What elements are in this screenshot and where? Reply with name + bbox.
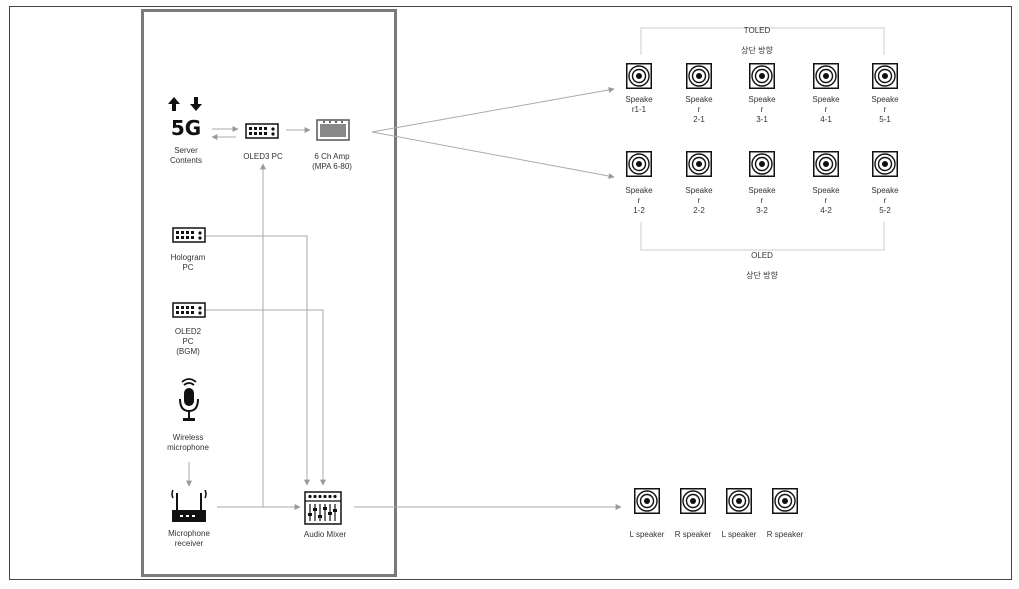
- hologram-to-mixer-arrow: [205, 235, 310, 486]
- 5g-server-icon: 5G: [168, 97, 202, 139]
- speaker-icon: [749, 151, 775, 177]
- speaker-icon: [626, 63, 652, 89]
- speaker-icon: [772, 488, 798, 514]
- speaker-label: Speake r 2-1: [685, 95, 713, 124]
- speaker-icon: [726, 488, 752, 514]
- speaker-icon: [813, 151, 839, 177]
- source-equipment-panel: [141, 9, 397, 577]
- speaker-label: Speake r1-1: [625, 95, 653, 114]
- speaker-icon: [634, 488, 660, 514]
- diagram-frame: [9, 6, 1012, 580]
- top-group-title: TOLED 상단 방향: [741, 26, 773, 55]
- speaker-label: Speake r 3-2: [748, 186, 776, 215]
- amp-to-row2-arrow: [371, 131, 615, 179]
- hologram-pc-icon: [172, 227, 206, 243]
- bottom-group-title: OLED 상단 방향: [746, 251, 778, 280]
- speaker-label: Speake r 4-2: [812, 186, 840, 215]
- speaker-label: Speake r 5-2: [871, 186, 899, 215]
- speaker-label: Speake r 1-2: [625, 186, 653, 215]
- speaker-icon: [686, 151, 712, 177]
- microphone-receiver-label: Microphone receiver: [168, 529, 210, 548]
- svg-text:5G: 5G: [171, 116, 201, 139]
- speaker-icon: [626, 151, 652, 177]
- router-icon: [171, 490, 207, 522]
- speaker-label: L speaker: [721, 530, 757, 539]
- speaker-icon: [872, 63, 898, 89]
- oled2-to-mixer-arrow: [205, 309, 326, 486]
- speaker-label: R speaker: [674, 530, 712, 539]
- oled2-pc-label: OLED2 PC (BGM): [174, 327, 202, 356]
- microphone-icon: [179, 378, 199, 421]
- mixer-icon: [304, 491, 342, 525]
- wireless-microphone-label: Wireless microphone: [167, 433, 209, 452]
- speaker-label: Speake r 4-1: [812, 95, 840, 124]
- audio-mixer-label: Audio Mixer: [303, 530, 347, 539]
- oled3-pc-label: OLED3 PC: [243, 152, 283, 161]
- hologram-pc-label: Hologram PC: [170, 253, 206, 272]
- speaker-icon: [749, 63, 775, 89]
- amplifier-icon: [316, 119, 350, 141]
- speaker-label: Speake r 5-1: [871, 95, 899, 124]
- speaker-icon: [872, 151, 898, 177]
- speaker-icon: [813, 63, 839, 89]
- speaker-icon: [686, 63, 712, 89]
- top-group-bracket: [640, 27, 885, 55]
- speaker-label: Speake r 2-2: [685, 186, 713, 215]
- speaker-label: L speaker: [629, 530, 665, 539]
- oled2-pc-icon: [172, 302, 206, 318]
- amp-to-row1-arrow: [371, 86, 615, 133]
- speaker-icon: [680, 488, 706, 514]
- oled3-pc-icon: [245, 123, 279, 139]
- speaker-label: Speake r 3-1: [748, 95, 776, 124]
- bottom-group-bracket: [640, 222, 885, 251]
- amp-label: 6 Ch Amp (MPA 6-80): [312, 152, 352, 171]
- speaker-label: R speaker: [766, 530, 804, 539]
- server-contents-label: Server Contents: [169, 146, 203, 165]
